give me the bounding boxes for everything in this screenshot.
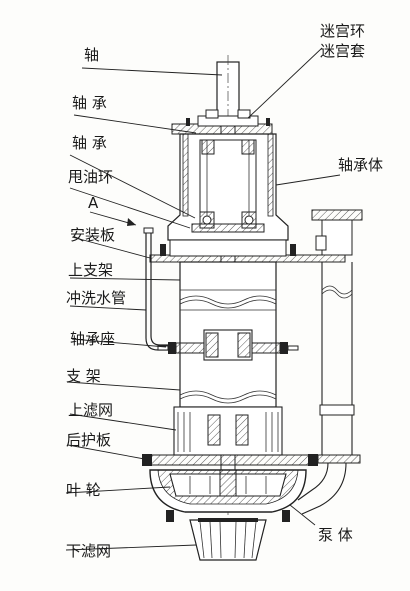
label-view-a: A	[88, 194, 99, 212]
label-bearing-top: 轴 承	[72, 94, 107, 112]
rear-guard-bolt-right	[308, 454, 318, 466]
leader-lines	[65, 47, 341, 551]
rear-guard-plate	[147, 454, 313, 466]
label-bearing-body: 轴承体	[338, 156, 383, 174]
label-bearing-lower: 轴 承	[72, 134, 107, 152]
labels: 轴 迷宫环 迷宫套 轴 承 轴 承 甩油环 轴承体 A 安装板 上支架 冲洗水管…	[66, 22, 383, 560]
mounting-plate	[149, 239, 346, 263]
bearing-seat	[157, 329, 299, 361]
column-break-line	[179, 390, 277, 400]
label-upper-bracket: 上支架	[68, 261, 113, 279]
label-labyrinth-ring: 迷宫环	[320, 22, 365, 40]
label-flush-pipe: 冲洗水管	[66, 289, 126, 307]
column-break-line-2	[179, 394, 277, 404]
label-labyrinth-sleeve: 迷宫套	[320, 42, 365, 60]
label-mounting-plate: 安装板	[70, 226, 115, 244]
label-pump-body: 泵 体	[318, 526, 353, 544]
label-bearing-seat: 轴承座	[70, 330, 115, 348]
lower-filter-screen	[189, 518, 267, 561]
label-bracket: 支 架	[66, 367, 101, 385]
label-rear-guard: 后护板	[66, 431, 111, 449]
upper-filter-screen	[173, 406, 283, 456]
label-upper-filter: 上滤网	[68, 401, 113, 419]
pump-casing	[149, 469, 307, 522]
label-oil-ring: 甩油环	[68, 168, 113, 186]
bearing-housing	[167, 109, 289, 241]
rear-guard-bolt-left	[142, 454, 152, 466]
discharge-pipe	[297, 209, 363, 515]
label-lower-filter: 下滤网	[66, 542, 111, 560]
label-shaft: 轴	[84, 46, 99, 64]
label-impeller: 叶 轮	[66, 481, 101, 499]
